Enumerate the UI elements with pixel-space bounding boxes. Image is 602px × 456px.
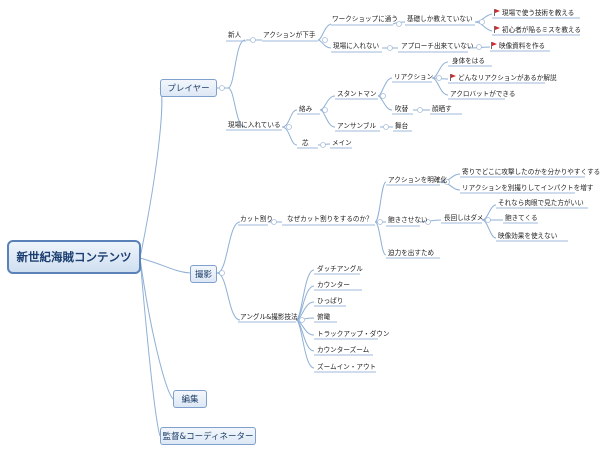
topic-donna-reaction[interactable]: どんなリアクションがあるか解説 bbox=[458, 74, 557, 82]
topic-reaction[interactable]: リアクション bbox=[394, 73, 434, 81]
topic-ensemble[interactable]: アンサンブル bbox=[337, 122, 377, 130]
topic-angle-item[interactable]: カウンター bbox=[317, 281, 350, 289]
topic-akiteru[interactable]: 飽きてくる bbox=[505, 214, 538, 222]
topic-workshop[interactable]: ワークショップに通う bbox=[332, 15, 398, 23]
topic-reaction-bunkatsu[interactable]: リアクションを別撮りしてインパクトを増す bbox=[462, 184, 594, 192]
flag-icon bbox=[494, 26, 500, 33]
topic-shiseki[interactable]: 顔晒す bbox=[432, 105, 452, 113]
topic-naze[interactable]: なぜカット割りをするのか？ bbox=[287, 215, 373, 223]
topic-shoshinsha[interactable]: 初心者が陥るミスを教える bbox=[502, 26, 581, 34]
topic-hakuryoku[interactable]: 迫力を出すため bbox=[388, 249, 435, 257]
topic-stuntman[interactable]: スタントマン bbox=[337, 90, 377, 98]
topic-fukikae[interactable]: 吹替 bbox=[395, 105, 409, 113]
topic-cut-wari[interactable]: カット割り bbox=[240, 215, 273, 223]
topic-angle-item[interactable]: 俯瞰 bbox=[317, 313, 331, 321]
topic-genba-hairete[interactable]: 現場に入れている bbox=[228, 121, 281, 129]
topic-angle-gihou[interactable]: アングル&撮影技法 bbox=[240, 313, 298, 321]
topic-butai[interactable]: 舞台 bbox=[395, 122, 409, 130]
branch-henshu[interactable]: 編集 bbox=[173, 390, 207, 408]
topic-akisasenai[interactable]: 飽きさせない bbox=[388, 216, 428, 224]
topic-sorenara[interactable]: それなら肉眼で見た方がいい bbox=[498, 199, 584, 207]
flag-icon bbox=[491, 42, 497, 49]
topic-dokoni[interactable]: 寄りでどこに攻撃したのかを分かりやすくする bbox=[462, 168, 601, 176]
topic-meikaku[interactable]: アクションを明確化 bbox=[388, 176, 448, 184]
root-topic[interactable]: 新世紀海賊コンテンツ bbox=[7, 240, 141, 274]
branch-satsuei[interactable]: 撮影 bbox=[190, 265, 217, 283]
topic-kiso[interactable]: 基礎しか教えていない bbox=[407, 15, 473, 23]
topic-eizo-koka[interactable]: 映像効果を使えない bbox=[498, 232, 558, 240]
branch-kantoku[interactable]: 監督&コーディネーター bbox=[160, 427, 256, 445]
topic-nagamawashi[interactable]: 長回しはダメ bbox=[444, 214, 484, 222]
topic-shin[interactable]: 芯 bbox=[302, 139, 309, 147]
flag-icon bbox=[494, 9, 500, 16]
topic-genba-hairenai[interactable]: 現場に入れない bbox=[333, 42, 380, 50]
topic-angle-item[interactable]: カウンターズーム bbox=[317, 346, 370, 354]
topic-approach[interactable]: アプローチ出来ていない bbox=[401, 42, 474, 50]
topic-karada[interactable]: 身体をはる bbox=[452, 57, 485, 65]
topic-karami[interactable]: 絡み bbox=[299, 105, 313, 113]
topic-angle-item[interactable]: ダッチアングル bbox=[317, 265, 363, 273]
topic-eizo-shiryo[interactable]: 映像資料を作る bbox=[499, 42, 546, 50]
topic-angle-item[interactable]: トラックアップ・ダウン bbox=[317, 330, 390, 338]
topic-action-heta[interactable]: アクションが下手 bbox=[263, 31, 316, 39]
topic-genba-waza[interactable]: 現場で使う技術を教える bbox=[502, 9, 575, 17]
branch-player[interactable]: プレイヤー bbox=[160, 79, 217, 97]
topic-acrobat[interactable]: アクロバットができる bbox=[450, 90, 516, 98]
topic-main[interactable]: メイン bbox=[332, 139, 352, 147]
flag-icon bbox=[450, 74, 456, 81]
topic-angle-item[interactable]: ひっぱり bbox=[317, 297, 344, 305]
topic-angle-item[interactable]: ズームイン・アウト bbox=[317, 363, 377, 371]
topic-shinjin[interactable]: 新人 bbox=[228, 31, 242, 39]
